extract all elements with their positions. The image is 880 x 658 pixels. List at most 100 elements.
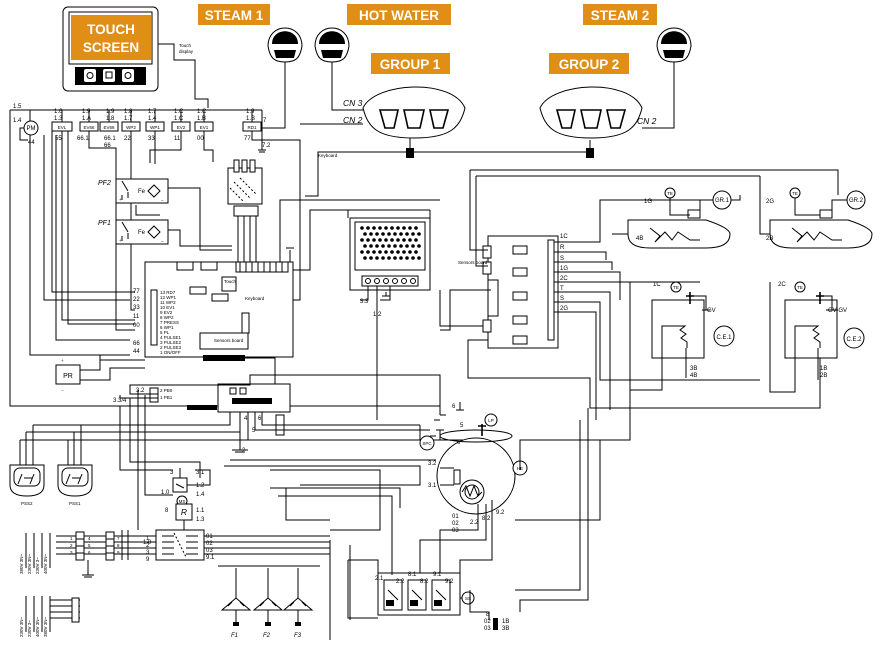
wire-number: 8 (486, 612, 490, 618)
group1-tag: GROUP 1 (380, 57, 441, 72)
wire-number: 1.2 (373, 312, 382, 318)
pf2-plus: + (119, 197, 122, 202)
pr-label: PR (63, 373, 73, 380)
pf2: PF2 Fe + − (98, 178, 232, 251)
wire-number: 1.3 (196, 517, 205, 523)
relay-text: RD1 (247, 125, 256, 130)
wire-number: 9.2 (496, 510, 505, 516)
wire-number: 00 (133, 323, 140, 329)
relay-text: 7 (263, 118, 267, 124)
touch-screen-tag (71, 15, 151, 60)
wire-number: 6 (258, 416, 262, 422)
board-pin: 8 WP2 (160, 315, 174, 320)
sensor-board-right: Sensors board 1C R S 1G 2C T S 2G (439, 169, 839, 420)
relay-text: 1.9 (82, 109, 91, 115)
relay-text: 1.9 (106, 109, 115, 115)
power-label: 230V 3N~ (27, 553, 32, 574)
wire-number: 02 (206, 541, 213, 547)
component-label: 1B (820, 366, 827, 372)
relay-text: 1.C (197, 109, 207, 115)
relay-text: 33 (148, 136, 155, 142)
wire-number: 1.1 (196, 508, 205, 514)
board-pin: 2 PB0 (160, 388, 173, 393)
relay-text: 1.A (82, 116, 91, 122)
f2-label: F2 (263, 633, 271, 639)
relay-text: 77 (244, 136, 251, 142)
wire-number: 03 (452, 528, 459, 534)
wire-number: 1.0 (161, 490, 170, 496)
relay-text: 1.5 (13, 104, 22, 110)
touch-screen-label-1: TOUCH (87, 22, 135, 37)
component-label: 4B (690, 373, 697, 379)
wire-number: 22 (133, 297, 140, 303)
wire-number: 02 (484, 619, 491, 625)
f1-label: F1 (231, 633, 238, 639)
touch-screen-label-2: SCREEN (83, 40, 139, 55)
relay-text: 1.C (174, 116, 184, 122)
cn2-left-label: CN 2 (343, 115, 363, 125)
wire-number: 9.2 (445, 579, 454, 585)
relay-text: 1.7 (124, 116, 133, 122)
probe-board (227, 159, 263, 262)
pf2-label: PF2 (98, 180, 111, 187)
component-label: GV (707, 308, 716, 314)
wire-number: 8 (165, 508, 169, 514)
pm-label: PM (27, 126, 36, 132)
wire-number: 3B (502, 626, 509, 632)
relay-text: 11 (174, 136, 181, 142)
wire-number: 1G (560, 266, 568, 272)
board-pin: 1 ON/OFF (160, 350, 181, 355)
wire-number: 8.1 (408, 572, 417, 578)
power-labels-2: 230V 3N~ 230V 3~ 400V 3N~ 380V 3N~ (19, 616, 48, 637)
wire-number: 03 (484, 626, 491, 632)
wire-number: 5 (88, 543, 91, 548)
wire-number: 2.2 (396, 579, 405, 585)
wire-number: 2G (560, 306, 568, 312)
te-label: TE (792, 191, 798, 196)
relay-text: 66.1 (77, 136, 89, 142)
wire-number: T (560, 286, 564, 292)
group-head-2: TE 2G 2B GR.2 (759, 176, 873, 249)
boiler-ce2: TE 2C GV-GV C.E.2 1B 2B (769, 281, 865, 393)
wire-number: 1.0 (143, 540, 152, 546)
steam2-knob (656, 27, 692, 63)
relay-text: 1.B (197, 116, 206, 122)
relay-text: 66.1 (104, 136, 116, 142)
wire-number: 1B (502, 619, 509, 625)
plug-label: PSS1 (69, 501, 81, 506)
board-pin: 9 EV2 (160, 310, 173, 315)
board-pin: 13 RD7 (160, 290, 176, 295)
wire-number: 8.2 (482, 516, 491, 522)
relay-text: EV2 (177, 125, 186, 130)
main-board: Touch 13 RD7 12 WP1 11 WP2 10 EV1 9 EV2 … (133, 209, 348, 358)
wire-number: 03 (206, 548, 213, 554)
ms-label: MS (179, 499, 186, 504)
power-board: 2 PB0 1 PB1 3.2 3.3/4 2 4 5 6 (113, 374, 470, 454)
group2-keypad (539, 86, 643, 139)
wire-number: 9.1 (433, 572, 442, 578)
sensor-pins: 1C R S 1G 2C T S 2G (560, 234, 568, 312)
wire-number: 3.3 (360, 299, 369, 305)
relay-text: 22 (124, 136, 131, 142)
relay-drops (29, 131, 301, 356)
power-labels: 380V 3N~ 230V 3N~ 230V 3~ 400V 3N~ (19, 553, 48, 574)
touch-display-label-2: display (179, 49, 194, 54)
relay-text: WP2 (126, 125, 136, 130)
fe-label: Fe (138, 230, 146, 236)
relay-text: 7.2 (262, 143, 271, 149)
lp-label: LP (488, 418, 494, 423)
board-pin: 1 PB1 (160, 395, 173, 400)
te-label: TE (667, 191, 673, 196)
wire-number: 2.2 (470, 520, 479, 526)
power-label: 380V 3N~ (43, 616, 48, 637)
relay-text: EV1 (200, 125, 209, 130)
power-label: 400V 3N~ (35, 616, 40, 637)
relay-row: PM 1.5 1.4 44 EVL 1.6 1.3 55 EV66 1.9 1.… (9, 104, 440, 407)
relay-text: 1.3 (54, 116, 63, 122)
relay-text: 1.8 (106, 116, 115, 122)
group2-tag: GROUP 2 (559, 57, 620, 72)
wire-number: 8 (117, 543, 120, 548)
board-pin: 4 PULSE1 (160, 335, 182, 340)
wire-number: 3 (146, 550, 150, 556)
relay-text: 1.4 (148, 116, 157, 122)
